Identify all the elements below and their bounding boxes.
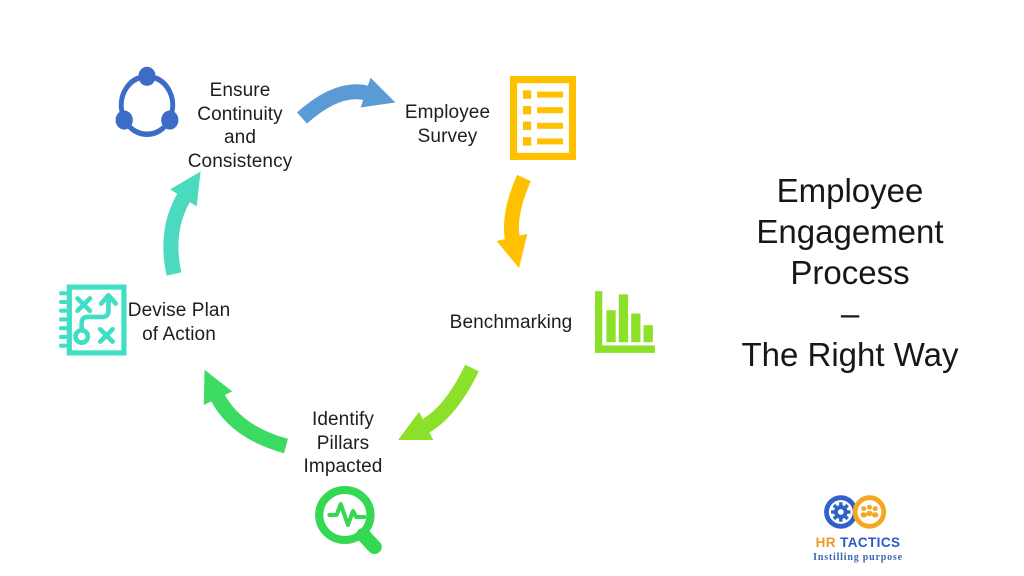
- slide-title: Employee Engagement Process – The Right …: [700, 170, 1000, 375]
- step-label-benchmarking: Benchmarking: [449, 312, 573, 333]
- step-label-devise-plan: Devise Plan of Action: [127, 300, 231, 345]
- infinity-logo-icon: [824, 495, 887, 529]
- arrow-to-benchmarking: [496, 174, 531, 269]
- title-line: Process: [790, 254, 910, 291]
- logo-hr-text: HR: [815, 535, 836, 550]
- title-line: Employee: [776, 172, 924, 209]
- strategy-plan-icon: [59, 284, 127, 356]
- step-label-ensure-continuity: Ensure Continuity and Consistency: [187, 80, 293, 172]
- logo-tactics-text: TACTICS: [840, 535, 901, 550]
- people-icon: [860, 504, 879, 518]
- arrow-to-identify-pillars: [398, 364, 479, 440]
- title-line: –: [840, 295, 860, 332]
- share-network-icon: [115, 66, 179, 137]
- arrow-to-employee-survey: [297, 77, 396, 124]
- gear-icon: [831, 502, 851, 522]
- title-line: Engagement: [756, 213, 944, 250]
- survey-checklist-icon: [510, 76, 576, 160]
- arrow-to-devise-plan: [203, 369, 289, 454]
- magnifier-pulse-icon: [315, 486, 382, 554]
- logo-tagline: Instilling purpose: [813, 552, 903, 563]
- arrow-to-ensure-continuity: [163, 171, 201, 276]
- hr-tactics-logo: HR TACTICS Instilling purpose: [798, 491, 918, 563]
- step-label-employee-survey: Employee Survey: [404, 102, 491, 147]
- step-label-identify-pillars: Identify Pillars Impacted: [303, 409, 383, 477]
- bar-chart-icon: [595, 291, 655, 353]
- logo-wordmark: HR TACTICS: [816, 535, 901, 550]
- title-line: The Right Way: [741, 336, 959, 373]
